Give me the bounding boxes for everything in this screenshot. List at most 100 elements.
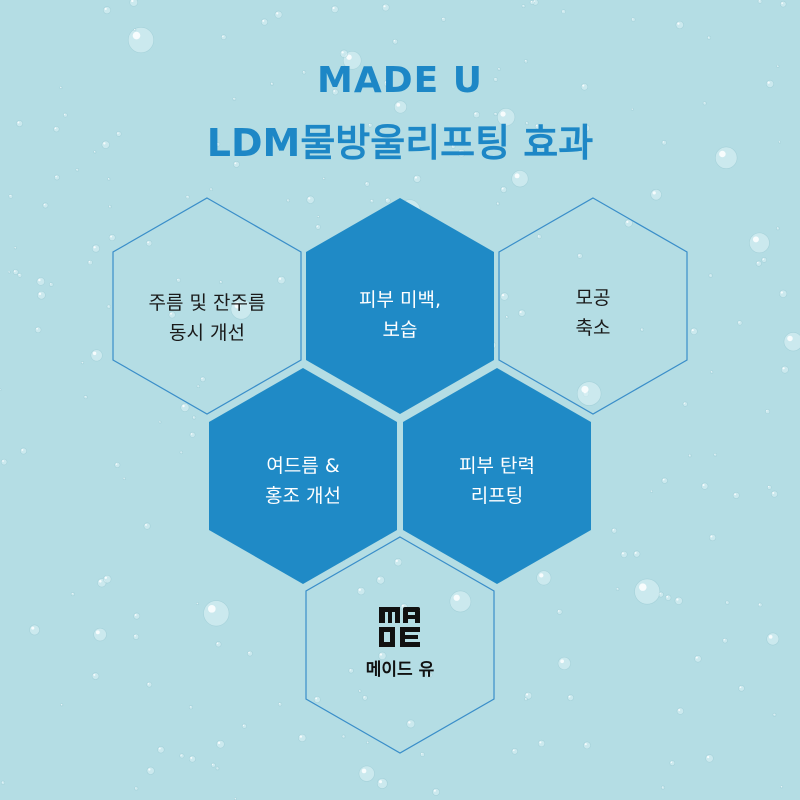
water-droplet xyxy=(781,365,789,374)
water-droplet xyxy=(523,59,528,64)
water-droplet xyxy=(432,788,440,796)
water-droplet xyxy=(358,765,375,782)
water-droplet xyxy=(383,79,392,87)
water-droplet xyxy=(376,575,385,585)
water-droplet xyxy=(93,150,97,154)
water-droplet xyxy=(766,632,780,646)
water-droplet xyxy=(54,174,60,181)
water-droplet xyxy=(0,388,2,392)
water-droplet xyxy=(511,170,529,188)
water-droplet xyxy=(757,0,763,4)
water-droplet xyxy=(675,20,684,30)
water-droplet xyxy=(633,550,641,558)
water-droplet xyxy=(505,315,509,319)
hexagon-pore xyxy=(498,197,688,415)
water-droplet xyxy=(615,587,620,591)
water-droplet xyxy=(567,694,574,701)
water-droplet xyxy=(669,760,676,766)
water-droplet xyxy=(676,707,684,715)
water-droplet xyxy=(107,177,111,181)
water-droplet xyxy=(42,202,49,209)
water-droplet xyxy=(702,101,707,106)
water-droplet xyxy=(91,672,100,680)
water-droplet xyxy=(378,651,387,660)
water-droplet xyxy=(81,361,85,365)
water-droplet xyxy=(765,409,771,415)
water-droplet xyxy=(665,594,672,601)
water-droplet xyxy=(34,326,42,334)
water-droplet xyxy=(13,246,17,250)
water-droplet xyxy=(302,70,307,75)
water-droplet xyxy=(179,753,185,759)
water-droplet xyxy=(761,257,767,263)
water-droplet xyxy=(385,197,391,204)
water-droplet xyxy=(200,376,206,383)
water-droplet xyxy=(705,754,714,763)
water-droplet xyxy=(49,282,54,287)
water-droplet xyxy=(451,144,456,149)
water-droplet xyxy=(661,140,667,146)
water-droplet xyxy=(770,490,778,498)
water-droplet xyxy=(749,232,770,254)
water-droplet xyxy=(59,86,63,90)
water-droplet xyxy=(583,741,591,750)
water-droplet xyxy=(203,600,230,627)
water-droplet xyxy=(779,0,787,8)
water-droplet xyxy=(143,522,151,530)
water-droplet xyxy=(286,198,291,203)
water-droplet xyxy=(557,656,571,670)
water-droplet xyxy=(737,320,743,326)
water-droplet xyxy=(406,719,416,729)
water-droplet xyxy=(536,234,542,239)
water-droplet xyxy=(331,5,339,13)
water-droplet xyxy=(497,67,501,71)
water-droplet xyxy=(688,453,692,458)
water-droplet xyxy=(0,780,6,785)
water-droplet xyxy=(134,786,139,791)
water-droplet xyxy=(7,270,11,274)
water-droplet xyxy=(219,280,223,284)
water-droplet xyxy=(392,38,398,45)
water-droplet xyxy=(145,240,153,247)
water-droplet xyxy=(158,420,162,424)
water-droplet xyxy=(116,131,122,137)
water-droplet xyxy=(75,168,80,172)
water-droplet xyxy=(518,309,526,317)
water-droplet xyxy=(420,752,425,757)
water-droplet xyxy=(8,193,14,199)
water-droplet xyxy=(525,121,529,126)
water-droplet xyxy=(196,602,199,605)
water-droplet xyxy=(133,612,141,620)
water-droplet xyxy=(427,662,432,667)
water-droplet xyxy=(364,181,370,187)
water-droplet xyxy=(524,697,528,701)
brand-label: 메이드 유 xyxy=(365,660,435,680)
water-droplet xyxy=(0,458,8,466)
water-droplet xyxy=(209,187,213,192)
water-droplet xyxy=(536,570,552,586)
water-droplet xyxy=(93,627,107,642)
water-droplet xyxy=(713,452,718,457)
water-droplet xyxy=(247,650,253,657)
water-droplet xyxy=(298,733,307,743)
water-droplet xyxy=(146,766,155,775)
water-droplet xyxy=(127,27,154,54)
effect-whitening-label: 피부 미백, 보습 xyxy=(359,289,441,341)
hexagon-elasticity xyxy=(403,368,591,584)
water-droplet xyxy=(580,83,589,91)
water-droplet xyxy=(369,198,374,204)
hexagon-acne xyxy=(209,368,397,584)
water-droplet xyxy=(176,277,181,283)
water-droplet xyxy=(521,4,526,9)
water-droplet xyxy=(500,186,507,193)
water-droplet xyxy=(215,641,222,648)
water-droplet xyxy=(188,705,193,710)
water-droplet xyxy=(710,370,714,374)
effect-wrinkle-label: 주름 및 잔주름 동시 개선 xyxy=(148,292,266,344)
water-droplet xyxy=(313,696,321,703)
water-droplet xyxy=(701,482,709,490)
water-droplet xyxy=(12,269,19,275)
water-droplet xyxy=(780,785,784,789)
water-droplet xyxy=(708,273,713,278)
water-droplet xyxy=(582,124,591,132)
